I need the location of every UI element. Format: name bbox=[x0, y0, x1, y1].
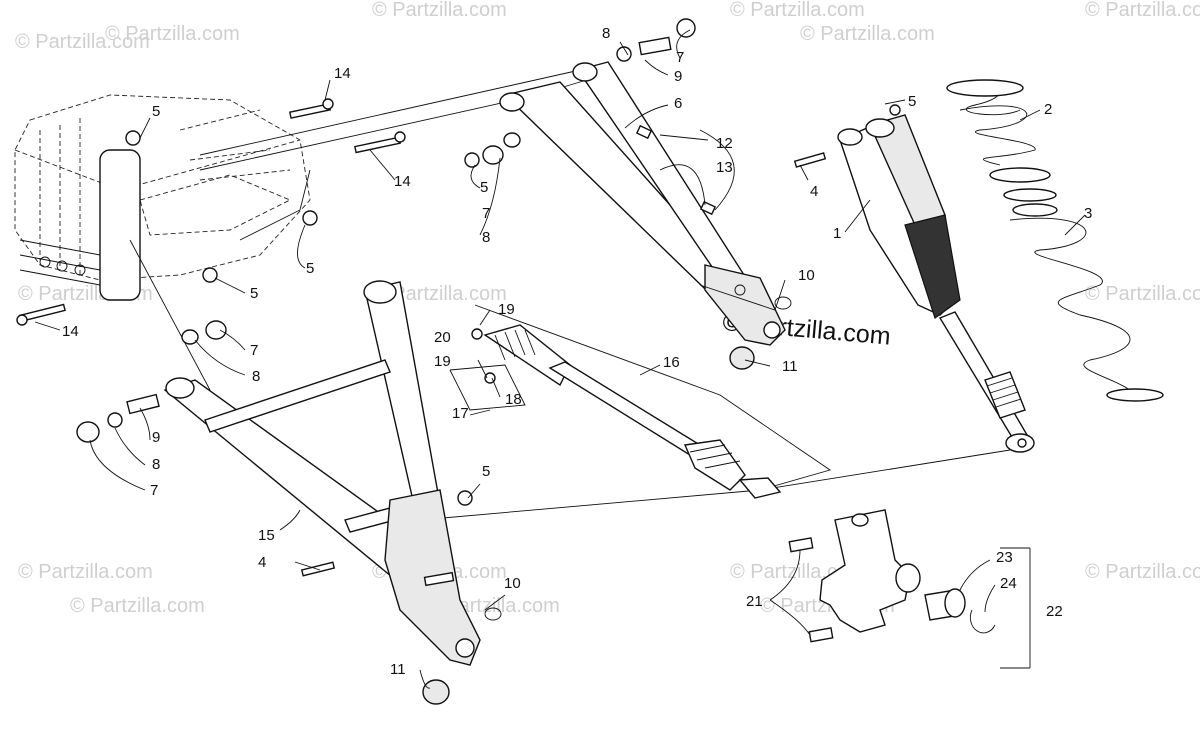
callout-14: 14 bbox=[394, 173, 411, 190]
shock-spring bbox=[946, 79, 1164, 402]
callout-7: 7 bbox=[150, 482, 158, 499]
callout-8: 8 bbox=[602, 25, 610, 42]
callout-1: 1 bbox=[833, 225, 841, 242]
watermark: © Partzilla.com bbox=[372, 283, 507, 305]
assembly-lines bbox=[129, 69, 1011, 521]
wheel-bearing bbox=[924, 588, 996, 634]
frame-chassis bbox=[14, 94, 311, 301]
watermark: © Partzilla.com bbox=[105, 23, 240, 45]
callout-4: 4 bbox=[258, 554, 266, 571]
callout-5: 5 bbox=[908, 93, 916, 110]
upper-a-arm bbox=[499, 61, 786, 346]
callout-5: 5 bbox=[306, 260, 314, 277]
callout-5: 5 bbox=[482, 463, 490, 480]
callout-8: 8 bbox=[152, 456, 160, 473]
callout-8: 8 bbox=[482, 229, 490, 246]
lower-a-arm bbox=[163, 280, 481, 666]
callout-21: 21 bbox=[746, 593, 763, 610]
shock-absorber bbox=[837, 104, 1035, 453]
callout-14: 14 bbox=[62, 323, 79, 340]
callout-7: 7 bbox=[250, 342, 258, 359]
watermark: © Partzilla.com bbox=[372, 0, 507, 21]
callout-10: 10 bbox=[504, 575, 521, 592]
watermark: © Partzilla.com bbox=[800, 23, 935, 45]
callout-13: 13 bbox=[716, 159, 733, 176]
callout-5: 5 bbox=[152, 103, 160, 120]
callout-7: 7 bbox=[676, 49, 684, 66]
watermark: © Partzilla.com bbox=[18, 561, 153, 583]
callout-11: 11 bbox=[390, 661, 406, 678]
callout-5: 5 bbox=[250, 285, 258, 302]
callout-17: 17 bbox=[452, 405, 469, 422]
callout-11: 11 bbox=[782, 358, 798, 375]
callout-6: 6 bbox=[674, 95, 682, 112]
callout-labels: 1 2 3 4 4 5 5 5 5 5 5 6 7 7 7 7 8 8 8 8 … bbox=[62, 25, 1092, 678]
callout-15: 15 bbox=[258, 527, 275, 544]
watermark: © Partzilla.com bbox=[1085, 561, 1200, 583]
callout-18: 18 bbox=[505, 391, 522, 408]
callout-9: 9 bbox=[152, 429, 160, 446]
watermark: © Partzilla.com bbox=[1085, 283, 1200, 305]
callout-8: 8 bbox=[252, 368, 260, 385]
callout-4: 4 bbox=[810, 183, 818, 200]
callout-leaders bbox=[34, 29, 1086, 689]
callout-19: 19 bbox=[434, 353, 451, 370]
watermark: © Partzilla.com bbox=[1085, 0, 1200, 21]
callout-24: 24 bbox=[1000, 575, 1017, 592]
callout-16: 16 bbox=[663, 354, 680, 371]
callout-19: 19 bbox=[498, 301, 515, 318]
callout-12: 12 bbox=[716, 135, 733, 152]
watermark: © Partzilla.com bbox=[70, 595, 205, 617]
callout-7: 7 bbox=[482, 205, 490, 222]
callout-3: 3 bbox=[1084, 205, 1092, 222]
callout-10: 10 bbox=[798, 267, 815, 284]
callout-5: 5 bbox=[480, 179, 488, 196]
watermark: © Partzilla.com bbox=[730, 0, 865, 21]
callout-20: 20 bbox=[434, 329, 451, 346]
callout-23: 23 bbox=[996, 549, 1013, 566]
group-brackets bbox=[449, 364, 1031, 669]
hardware bbox=[16, 18, 827, 705]
watermark: © Partzilla.com bbox=[15, 31, 150, 53]
steering-knuckle bbox=[788, 509, 921, 643]
callout-14: 14 bbox=[334, 65, 351, 82]
drive-shaft bbox=[471, 324, 782, 499]
callout-22: 22 bbox=[1046, 603, 1063, 620]
callout-2: 2 bbox=[1044, 101, 1052, 118]
callout-9: 9 bbox=[674, 68, 682, 85]
